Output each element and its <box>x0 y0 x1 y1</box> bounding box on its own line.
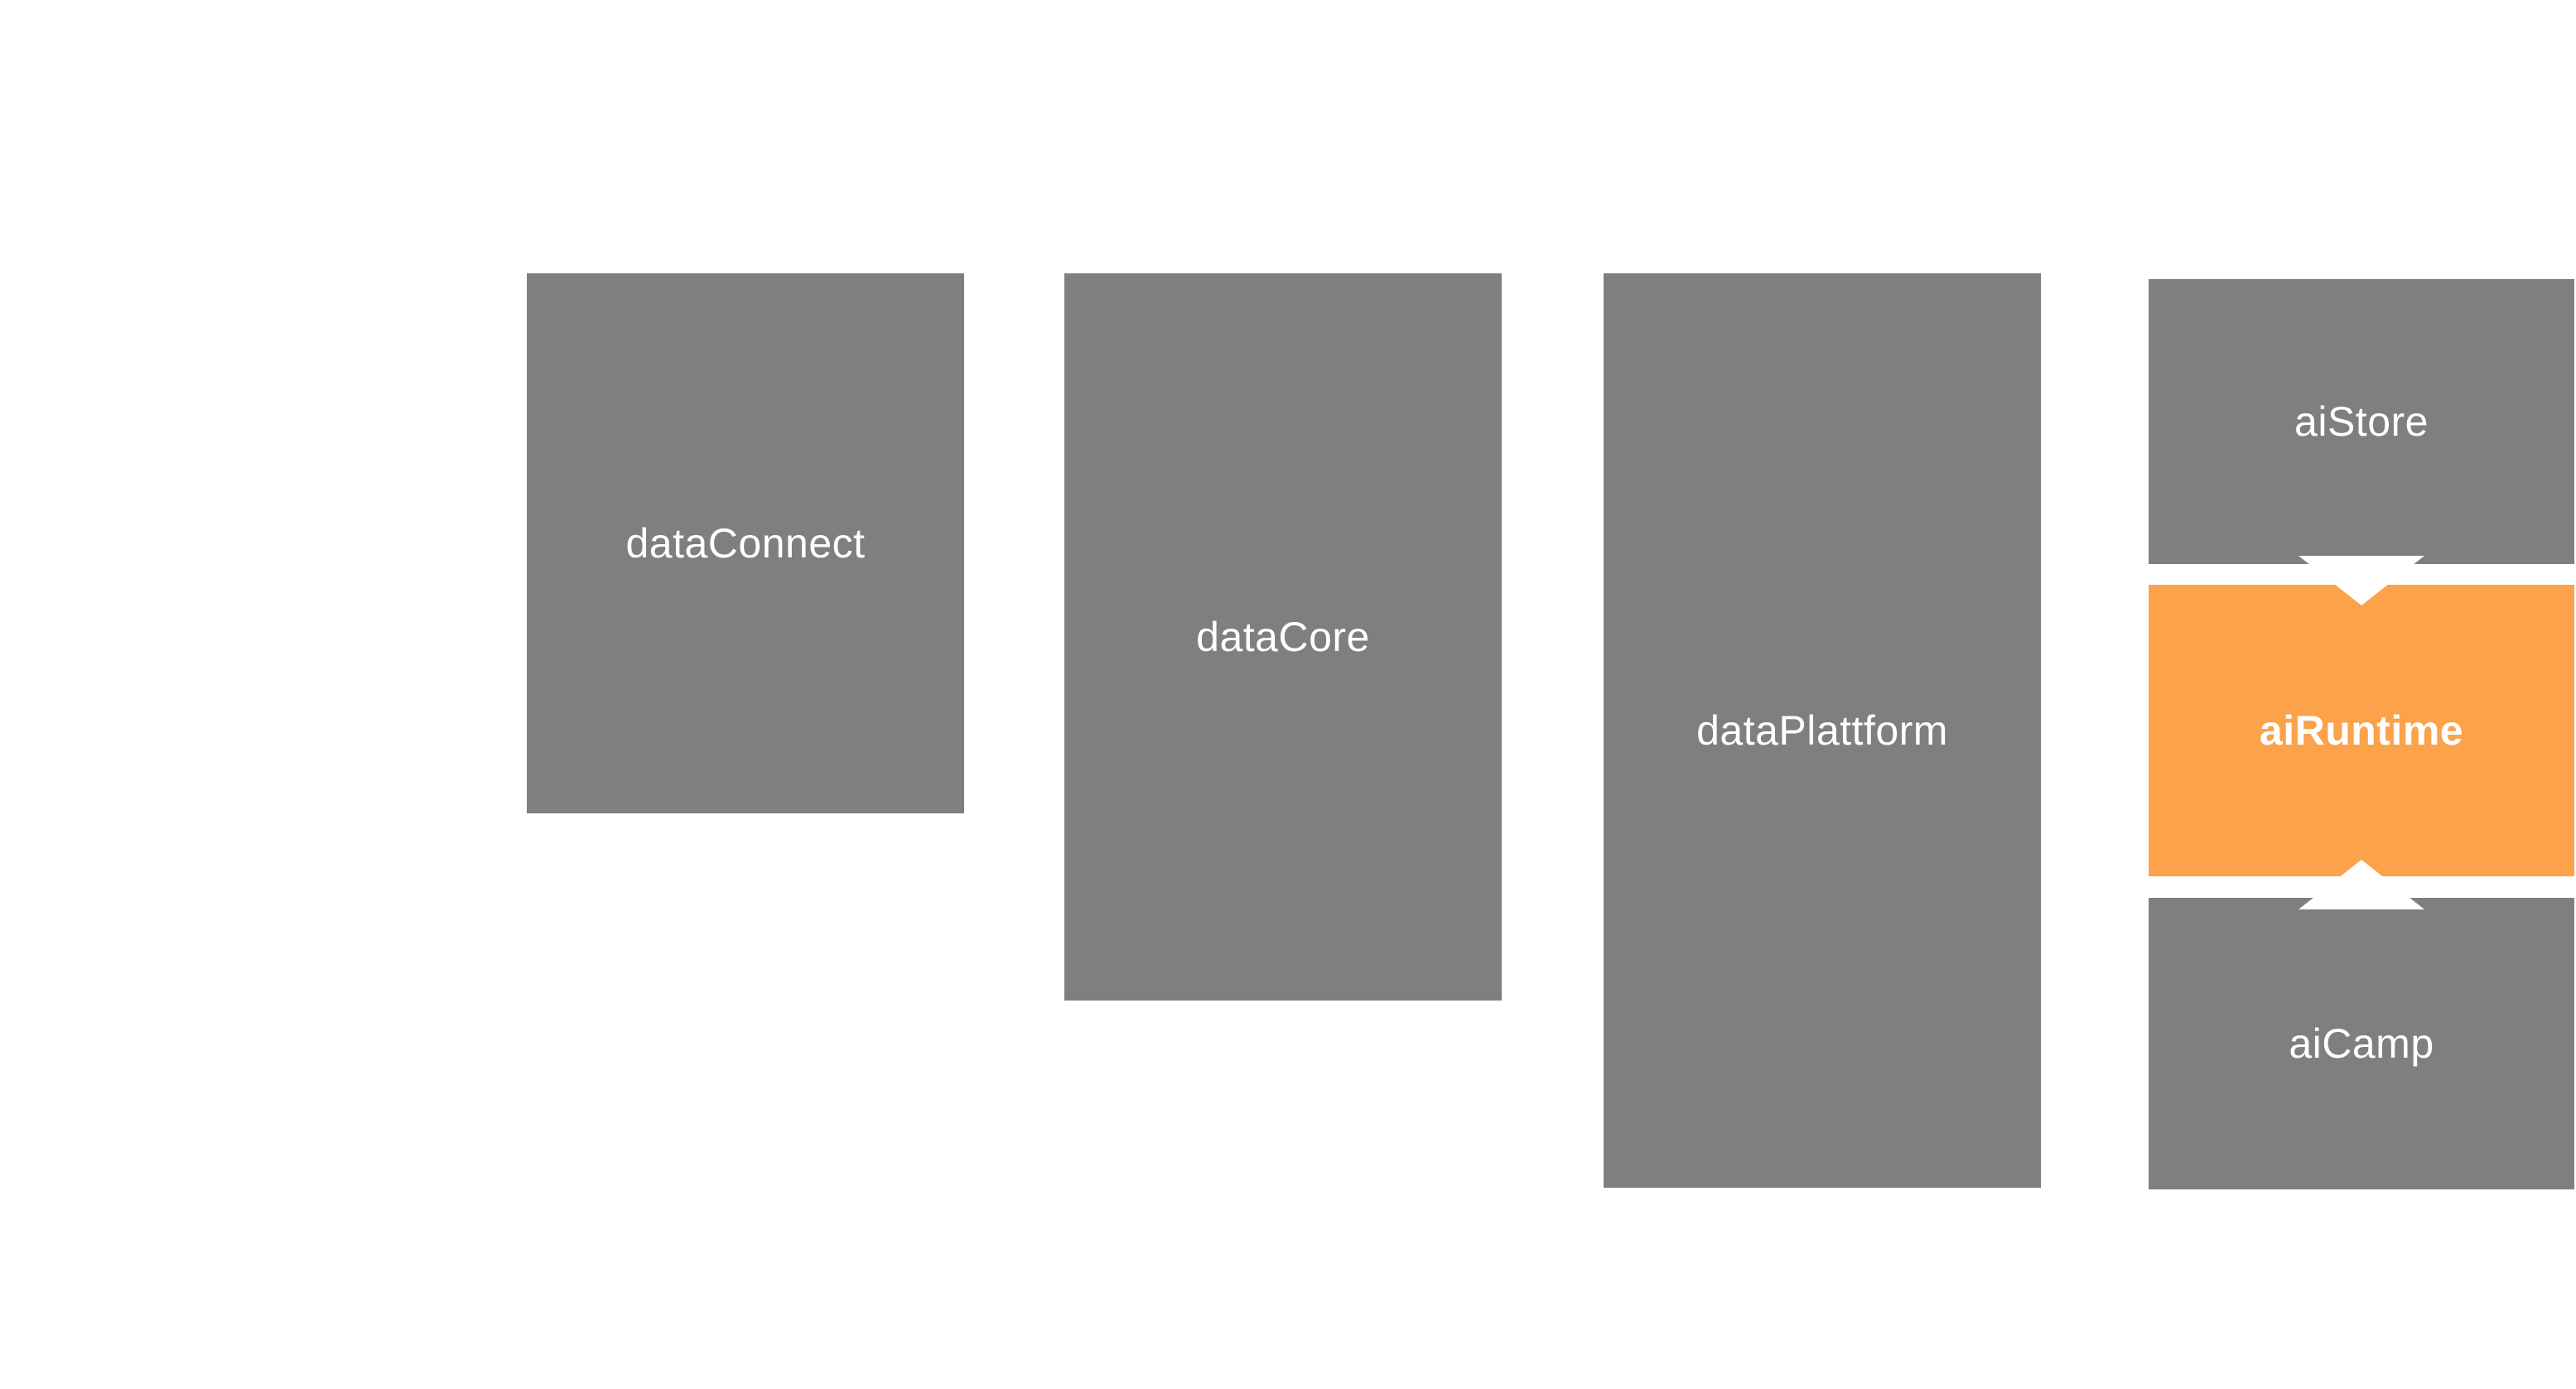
airuntime-label: aiRuntime <box>2259 707 2464 754</box>
airuntime-block: aiRuntime <box>2149 585 2574 876</box>
dataplattform-label: dataPlattform <box>1696 707 1948 754</box>
aicamp-label: aiCamp <box>2289 1020 2434 1067</box>
dataconnect-label: dataConnect <box>625 520 866 567</box>
arrow-up-icon <box>2299 860 2424 909</box>
aistore-label: aiStore <box>2294 398 2429 445</box>
aistore-block: aiStore <box>2149 279 2574 564</box>
dataplattform-block: dataPlattform <box>1604 273 2041 1188</box>
datacore-label: dataCore <box>1196 614 1370 660</box>
dataconnect-block: dataConnect <box>527 273 964 813</box>
datacore-block: dataCore <box>1064 273 1502 1001</box>
arrow-down-icon <box>2299 556 2424 605</box>
aicamp-block: aiCamp <box>2149 898 2574 1189</box>
